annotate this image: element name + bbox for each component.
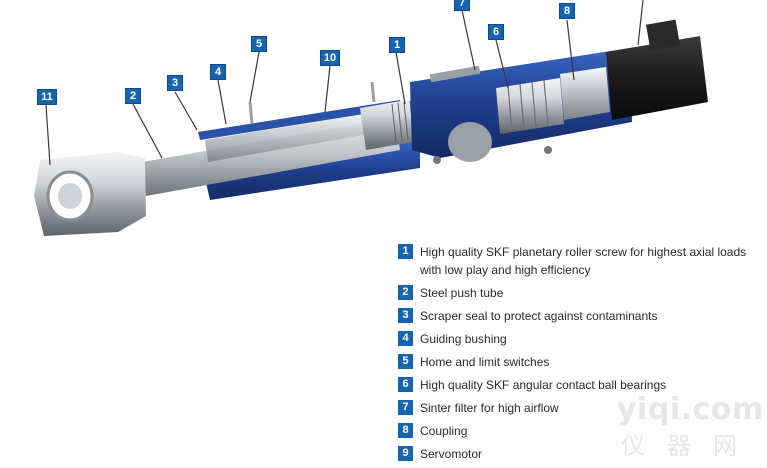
watermark: yiqi.com 仪器网: [617, 392, 765, 460]
legend-number: 6: [398, 377, 413, 392]
servomotor: [606, 36, 708, 120]
callout-10: 10: [320, 50, 340, 66]
legend-text: Servomotor: [420, 447, 483, 461]
bearing-ridges: [507, 79, 549, 133]
legend-text: Guiding bushing: [420, 332, 507, 346]
limit-switch-pin: [248, 101, 254, 125]
inner-rod: [205, 110, 392, 162]
legend-item: 6 High quality SKF angular contact ball b…: [398, 376, 763, 394]
housing-cut-edge: [198, 100, 402, 140]
legend-text: Scraper seal to protect against contamin…: [420, 309, 658, 323]
callout-1: 1: [389, 37, 405, 53]
legend-text: Coupling: [420, 424, 468, 438]
callout-3: 3: [167, 75, 183, 91]
bolt: [544, 146, 552, 154]
callout-8: 8: [559, 3, 575, 19]
flange-disk: [448, 122, 492, 162]
callout-11: 11: [37, 89, 57, 105]
home-switch-pin: [370, 81, 376, 103]
motor-connector: [645, 19, 681, 51]
coupling: [560, 67, 610, 120]
legend-text: Sinter filter for high airflow: [420, 401, 559, 415]
clevis-pin: [58, 183, 82, 209]
callout-6: 6: [488, 24, 504, 40]
callout-2: 2: [125, 88, 141, 104]
legend-item: 4 Guiding bushing: [398, 330, 763, 348]
legend-text: High quality SKF planetary roller screw …: [420, 245, 747, 277]
actuator-cutaway-diagram: [34, 0, 708, 236]
legend-number: 1: [398, 244, 413, 259]
legend-item: 8 Coupling: [398, 422, 763, 440]
callout-4: 4: [210, 64, 226, 80]
legend-text: Steel push tube: [420, 286, 504, 300]
callout-7: 7: [454, 0, 470, 11]
legend-item: 1 High quality SKF planetary roller screw…: [398, 243, 763, 279]
legend-number: 3: [398, 308, 413, 323]
legend-number: 4: [398, 331, 413, 346]
legend-number: 7: [398, 400, 413, 415]
legend-number: 8: [398, 423, 413, 438]
parts-legend: 1 High quality SKF planetary roller screw…: [398, 243, 763, 468]
sinter-filter: [429, 65, 481, 83]
bolt: [433, 156, 441, 164]
leader-lines: [45, 0, 644, 166]
callout-5: 5: [251, 36, 267, 52]
watermark-text-cn: 仪器网: [621, 432, 759, 460]
legend-item: 3 Scraper seal to protect against contami…: [398, 307, 763, 325]
watermark-text: yiqi.com: [617, 392, 764, 427]
legend-item: 5 Home and limit switches: [398, 353, 763, 371]
actuator-body: [34, 19, 708, 236]
legend-number: 5: [398, 354, 413, 369]
legend-text: High quality SKF angular contact ball be…: [420, 378, 667, 392]
legend-item: 7 Sinter filter for high airflow: [398, 399, 763, 417]
legend-number: 9: [398, 446, 413, 461]
legend-item: 2 Steel push tube: [398, 284, 763, 302]
legend-number: 2: [398, 285, 413, 300]
legend-text: Home and limit switches: [420, 355, 550, 369]
